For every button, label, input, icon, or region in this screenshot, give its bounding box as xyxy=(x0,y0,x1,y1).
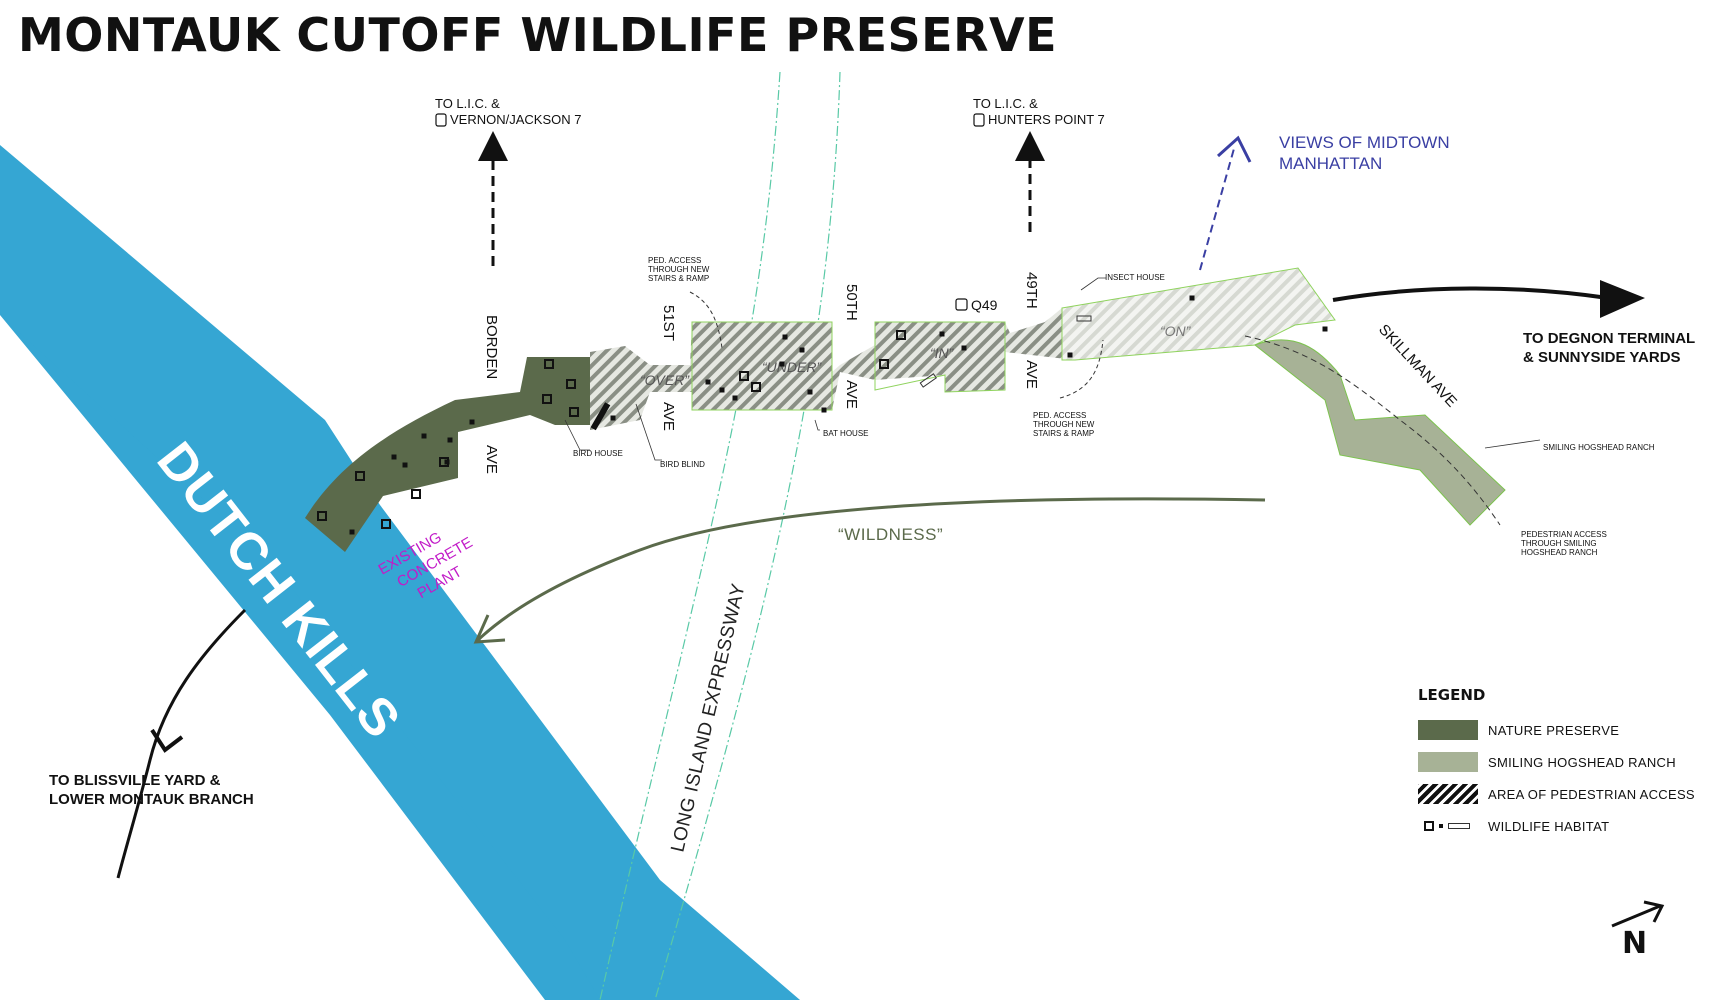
ped-access-right-arrow xyxy=(1059,339,1104,399)
under-label: “UNDER” xyxy=(762,359,822,375)
north-arrow: N xyxy=(1608,898,1668,964)
nature-preserve-swatch xyxy=(1418,720,1478,740)
blissville-arrow-head xyxy=(150,728,184,753)
on-label: “ON” xyxy=(1160,323,1192,339)
callout-lines xyxy=(564,277,1541,461)
smiling-ranch-callout: SMILING HOGSHEAD RANCH xyxy=(1543,443,1655,452)
to-lic-vernon-line1: TO L.I.C. & xyxy=(435,96,500,111)
wildness-arrow-head xyxy=(473,614,506,644)
nature-preserve-area xyxy=(305,357,590,552)
legend-item-wildlife-habitat: WILDLIFE HABITAT xyxy=(1418,810,1708,842)
ranch-path xyxy=(1244,335,1501,526)
th50-label: 50TH xyxy=(843,284,860,321)
expressway-label: LONG ISLAND EXPRESSWAY xyxy=(667,581,749,854)
pedestrian-access-swatch xyxy=(1418,784,1478,804)
q49-label: Q49 xyxy=(971,297,998,313)
legend: LEGEND NATURE PRESERVE SMILING HOGSHEAD … xyxy=(1418,686,1708,842)
legend-item-smiling-hogshead: SMILING HOGSHEAD RANCH xyxy=(1418,746,1708,778)
to-lic-vernon-line2: VERNON/JACKSON 7 xyxy=(450,112,581,127)
wildness-arrow xyxy=(476,497,1266,642)
bird-blind-marker xyxy=(919,373,937,388)
st51-label: 51ST xyxy=(660,305,677,341)
views-label-1: VIEWS OF MIDTOWN xyxy=(1279,133,1450,152)
page-title: MONTAUK CUTOFF WILDLIFE PRESERVE xyxy=(18,8,1058,62)
blissville-label-2: LOWER MONTAUK BRANCH xyxy=(49,791,254,808)
expressway-line-east xyxy=(654,71,841,1000)
degnon-label-2: & SUNNYSIDE YARDS xyxy=(1523,349,1681,366)
views-arrow-line xyxy=(1199,144,1236,271)
ped-access-right-label-2: THROUGH NEW xyxy=(1033,420,1095,429)
legend-label: NATURE PRESERVE xyxy=(1488,722,1620,738)
degnon-arrow-head xyxy=(1600,280,1645,318)
in-label: “IN” xyxy=(930,345,955,361)
borden-street-label: BORDEN xyxy=(483,315,500,379)
views-arrow-head xyxy=(1216,135,1252,163)
ped-ranch-label-2: THROUGH SMILING xyxy=(1521,539,1597,548)
bird-blind-label: BIRD BLIND xyxy=(660,460,705,469)
wildness-label: “WILDNESS” xyxy=(838,525,943,544)
to-lic-hunters-line2: HUNTERS POINT 7 xyxy=(988,112,1105,127)
callout-texts: PED. ACCESS THROUGH NEW STAIRS & RAMP PE… xyxy=(573,256,1655,557)
on-section-light xyxy=(1061,267,1336,361)
th49-ave-label: AVE xyxy=(1023,360,1040,389)
ped-access-right-label-1: PED. ACCESS xyxy=(1033,411,1086,420)
ped-access-left-arrow xyxy=(689,291,723,349)
in-section-outline xyxy=(874,321,1006,393)
skillman-label: SKILLMAN AVE xyxy=(1375,321,1460,410)
legend-label: AREA OF PEDESTRIAN ACCESS xyxy=(1488,786,1695,802)
train-icon xyxy=(973,113,985,127)
smiling-hogshead-ranch-area xyxy=(1253,339,1506,526)
ped-access-left-label-1: PED. ACCESS xyxy=(648,256,701,265)
insect-house-label: INSECT HOUSE xyxy=(1105,273,1165,282)
subway-labels: TO L.I.C. & VERNON/JACKSON 7 TO L.I.C. &… xyxy=(435,96,1105,127)
wildlife-habitat-swatch xyxy=(1418,816,1478,836)
ped-ranch-label-1: PEDESTRIAN ACCESS xyxy=(1521,530,1607,539)
arrow-to-degnon xyxy=(1332,286,1609,302)
ped-access-left-label-3: STAIRS & RAMP xyxy=(648,274,709,283)
bat-house-label: BAT HOUSE xyxy=(823,429,869,438)
th49-label: 49TH xyxy=(1023,272,1040,309)
legend-label: SMILING HOGSHEAD RANCH xyxy=(1488,754,1676,770)
views-label-2: MANHATTAN xyxy=(1279,154,1382,173)
th50-ave-label: AVE xyxy=(843,380,860,409)
wildlife-habitat-markers xyxy=(317,295,1328,535)
expressway-line-west xyxy=(599,71,781,1000)
arrow-to-blissville xyxy=(116,608,247,879)
north-arrow-icon xyxy=(1611,900,1665,928)
degnon-label-1: TO DEGNON TERMINAL xyxy=(1523,330,1695,347)
insect-house-marker xyxy=(1076,315,1092,322)
dutch-kills-water-main xyxy=(0,145,800,1000)
ped-ranch-label-3: HOGSHEAD RANCH xyxy=(1521,548,1598,557)
bus-stop-q49: Q49 xyxy=(955,297,998,313)
legend-item-pedestrian-access: AREA OF PEDESTRIAN ACCESS xyxy=(1418,778,1708,810)
borden-ave-label: AVE xyxy=(483,445,500,474)
smiling-hogshead-swatch xyxy=(1418,752,1478,772)
train-icon xyxy=(435,113,447,127)
legend-label: WILDLIFE HABITAT xyxy=(1488,818,1610,834)
ped-access-left-label-2: THROUGH NEW xyxy=(648,265,710,274)
north-label: N xyxy=(1622,926,1648,961)
blissville-label-1: TO BLISSVILLE YARD & xyxy=(49,772,221,789)
bus-icon xyxy=(955,298,968,311)
to-lic-hunters-line1: TO L.I.C. & xyxy=(973,96,1038,111)
under-section-outline xyxy=(691,321,833,411)
legend-item-nature-preserve: NATURE PRESERVE xyxy=(1418,714,1708,746)
st51-ave-label: AVE xyxy=(660,402,677,431)
bird-house-label: BIRD HOUSE xyxy=(573,449,623,458)
legend-title: LEGEND xyxy=(1418,686,1486,704)
over-label: “OVER” xyxy=(640,372,690,388)
ped-access-right-label-3: STAIRS & RAMP xyxy=(1033,429,1094,438)
